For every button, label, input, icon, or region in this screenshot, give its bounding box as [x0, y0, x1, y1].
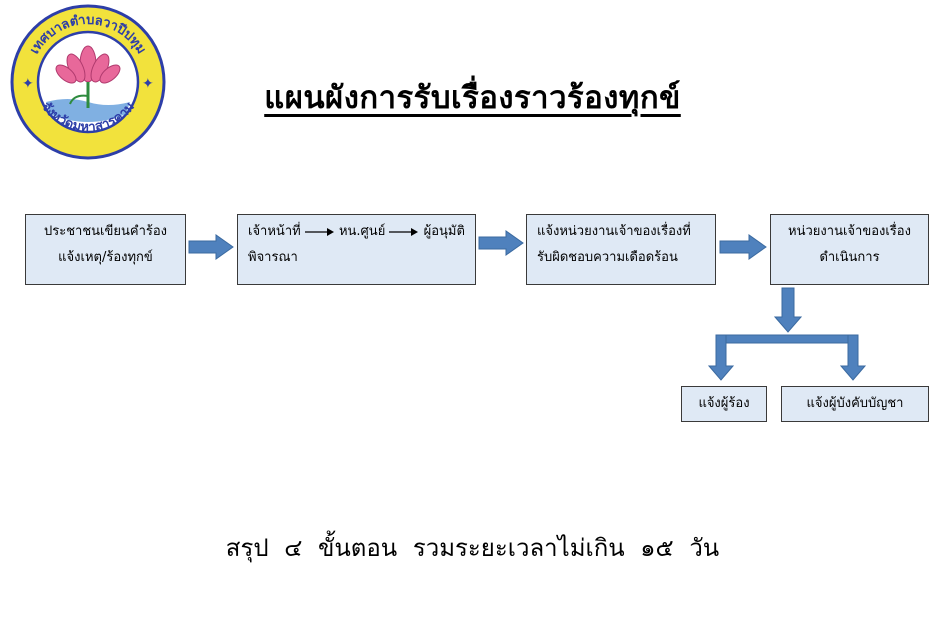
- step4-box: หน่วยงานเจ้าของเรื่อง ดำเนินการ: [770, 214, 929, 285]
- arrow-right-3: [719, 234, 767, 260]
- inline-arrow-icon: [389, 227, 419, 236]
- notify-complainant-label: แจ้งผู้ร้อง: [698, 396, 750, 411]
- branch-connector-arrows: [707, 334, 867, 381]
- svg-text:✦: ✦: [142, 76, 154, 92]
- notify-commander-label: แจ้งผู้บังคับบัญชา: [806, 396, 904, 411]
- inline-arrow-icon: [304, 227, 334, 236]
- step2-line2: พิจารณา: [248, 250, 298, 265]
- step1-line2: แจ้งเหตุ/ร้องทุกข์: [58, 250, 153, 265]
- step4-line1: หน่วยงานเจ้าของเรื่อง: [788, 224, 911, 239]
- step2-center-head: หน.ศูนย์: [338, 224, 386, 239]
- svg-text:✦: ✦: [22, 76, 34, 92]
- step3-box: แจ้งหน่วยงานเจ้าของเรื่องที่ รับผิดชอบคว…: [526, 214, 716, 285]
- notify-commander-box: แจ้งผู้บังคับบัญชา: [781, 386, 929, 422]
- step2-approver: ผู้อนุมัติ: [423, 224, 465, 239]
- step4-line2: ดำเนินการ: [819, 250, 880, 265]
- page-title: แผนผังการรับเรื่องราวร้องทุกข์: [264, 80, 681, 116]
- step2-officer: เจ้าหน้าที่: [248, 224, 301, 239]
- notify-complainant-box: แจ้งผู้ร้อง: [681, 386, 767, 422]
- arrow-down-from-step4: [774, 287, 802, 333]
- step3-line1: แจ้งหน่วยงานเจ้าของเรื่องที่: [537, 224, 691, 239]
- step1-line1: ประชาชนเขียนคำร้อง: [43, 224, 168, 239]
- arrow-right-1: [188, 234, 234, 260]
- summary-text: สรุป ๔ ขั้นตอน รวมระยะเวลาไม่เกิน ๑๕ วัน: [225, 534, 720, 562]
- municipality-seal-logo: ✦ ✦ เทศบาลตำบลวาปีปทุม จังหวัดมหาสารคาม: [10, 4, 166, 160]
- arrow-right-2: [478, 230, 524, 256]
- step2-box: เจ้าหน้าที่ หน.ศูนย์ ผู้อนุมัติ พิจารณา: [237, 214, 476, 285]
- step1-box: ประชาชนเขียนคำร้อง แจ้งเหตุ/ร้องทุกข์: [25, 214, 186, 285]
- step3-line2: รับผิดชอบความเดือดร้อน: [537, 250, 678, 265]
